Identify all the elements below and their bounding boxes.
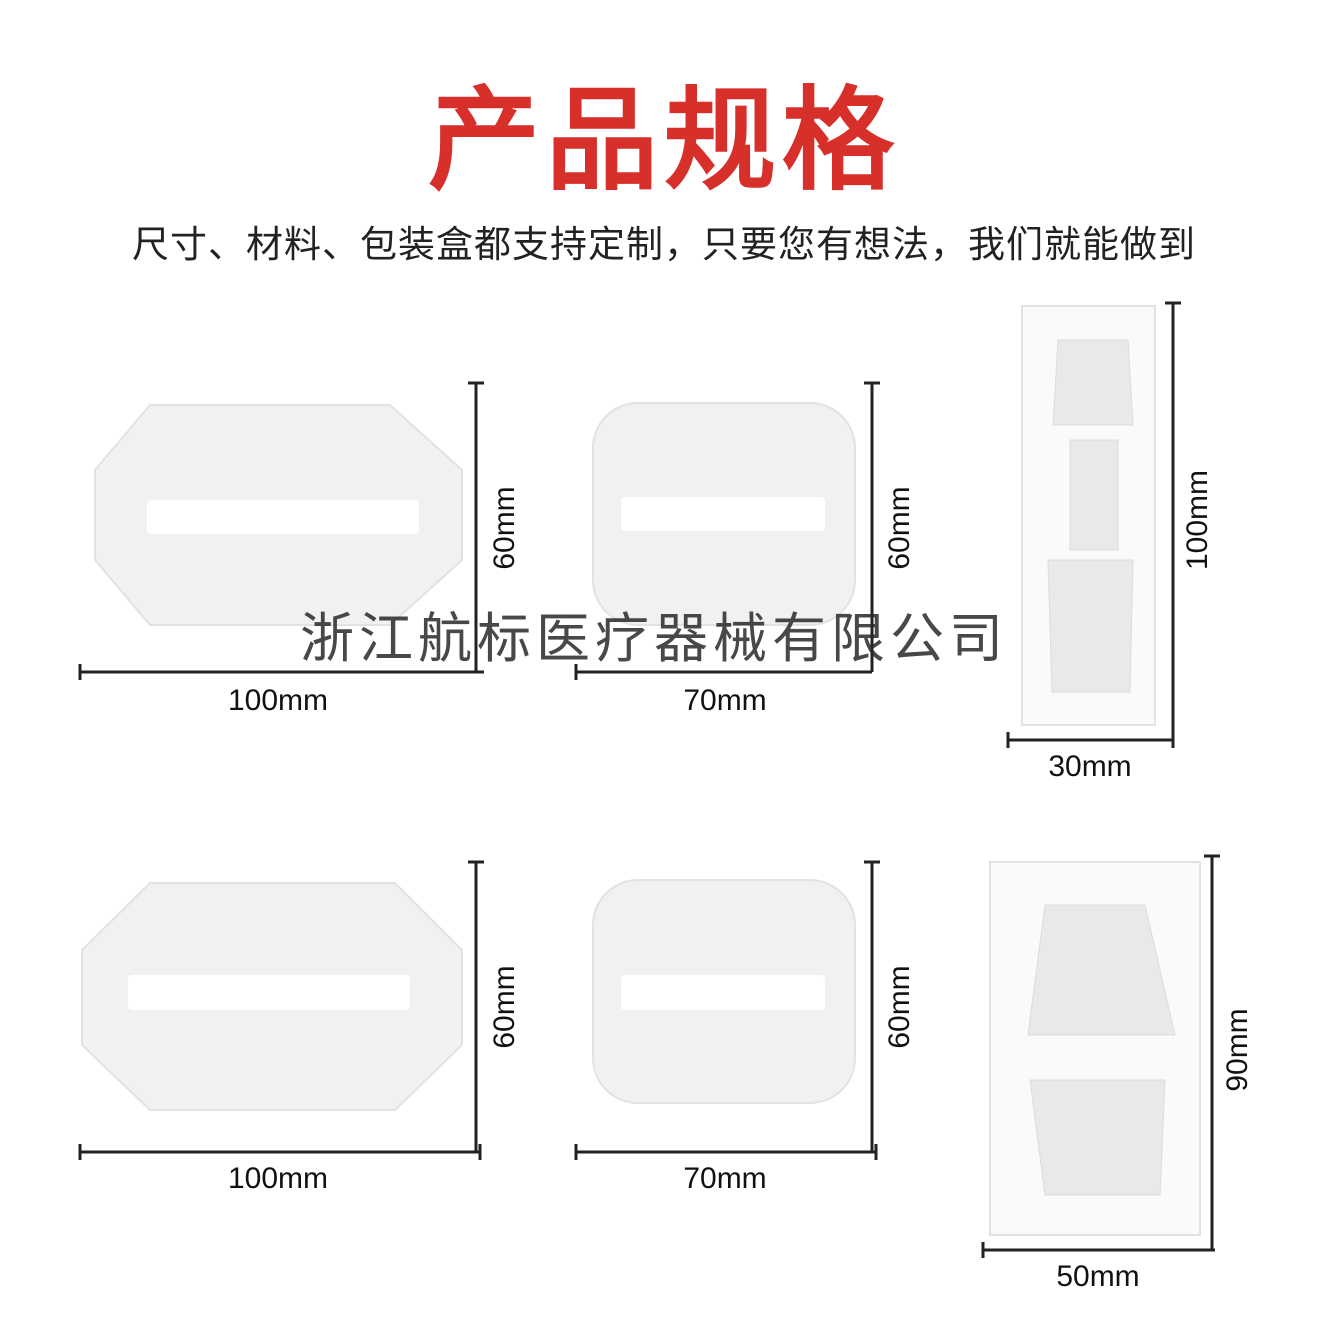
product-2-height: 60mm (883, 486, 916, 570)
product-1-width: 100mm (227, 684, 329, 717)
product-1-height: 60mm (488, 486, 521, 570)
product-3-height: 100mm (1181, 469, 1214, 571)
product-5-height: 60mm (883, 965, 916, 1049)
page-title: 产品规格 (428, 76, 900, 206)
product-6-height: 90mm (1221, 1008, 1254, 1092)
subtitle: 尺寸、材料、包装盒都支持定制，只要您有想法，我们就能做到 (132, 223, 1196, 266)
product-4-height: 60mm (488, 965, 521, 1049)
product-2-width: 70mm (683, 684, 767, 717)
product-4-width: 100mm (227, 1162, 329, 1195)
product-3-width: 30mm (1048, 750, 1132, 783)
company-watermark: 浙江航标医疗器械有限公司 (300, 607, 1008, 670)
product-5-width: 70mm (683, 1162, 767, 1195)
product-6-width: 50mm (1056, 1260, 1140, 1293)
